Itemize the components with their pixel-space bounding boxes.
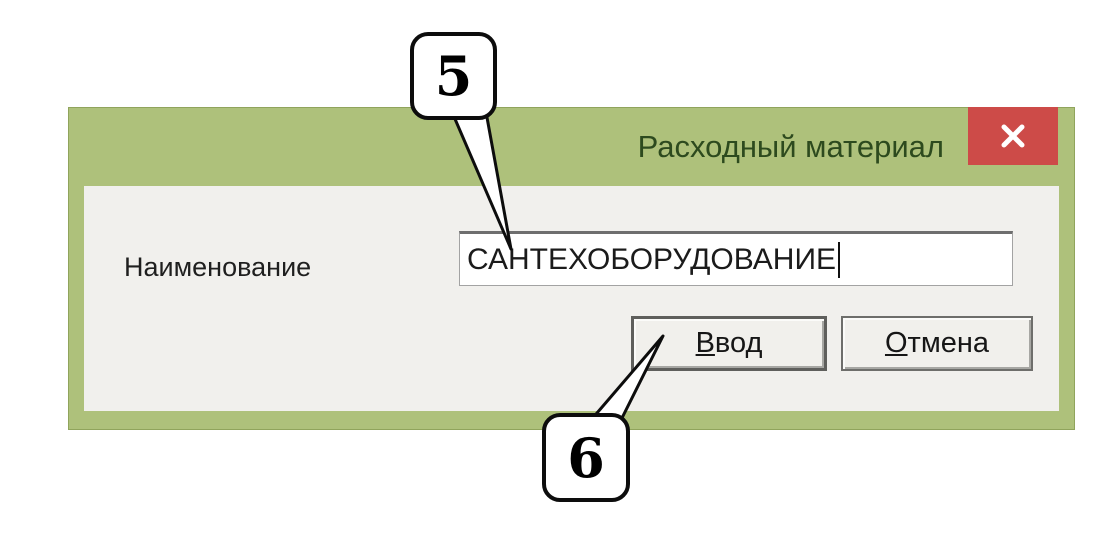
cancel-button-label: тмена xyxy=(907,327,990,359)
text-caret xyxy=(838,241,841,278)
close-x-icon xyxy=(1001,124,1025,148)
callout-5-number: 5 xyxy=(434,44,473,108)
callout-6-number: 6 xyxy=(567,425,605,490)
name-input[interactable]: САНТЕХОБОРУДОВАНИЕ xyxy=(459,231,1013,286)
enter-button-accesskey: В xyxy=(695,327,715,359)
dialog-title: Расходный материал xyxy=(637,129,944,164)
name-label: Наименование xyxy=(124,252,312,282)
name-input-value: САНТЕХОБОРУДОВАНИЕ xyxy=(467,242,837,276)
enter-button-label: вод xyxy=(714,327,763,359)
dialog-consumable-material: Расходный материал Наименование САНТЕХОБ… xyxy=(68,107,1075,430)
callout-5: 5 xyxy=(410,32,497,120)
cancel-button-accesskey: О xyxy=(884,327,908,359)
close-button[interactable] xyxy=(968,107,1058,165)
callout-6: 6 xyxy=(542,413,630,502)
dialog-titlebar: Расходный материал xyxy=(69,107,1074,186)
